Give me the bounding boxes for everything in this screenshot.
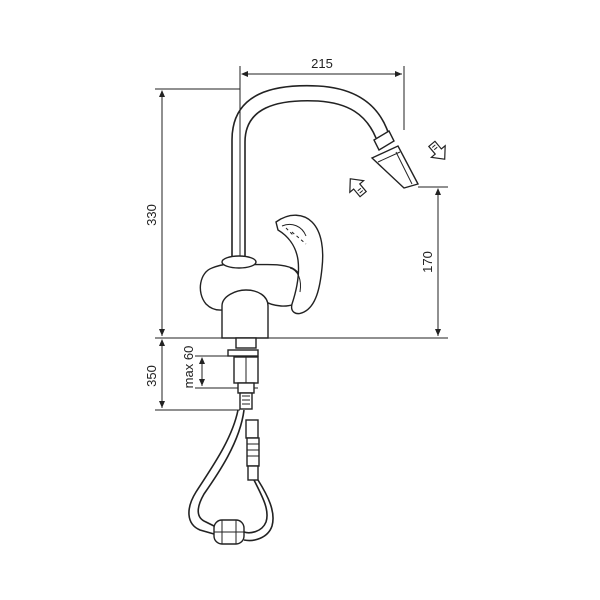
- label-215: 215: [311, 56, 333, 71]
- label-350: 350: [144, 365, 159, 387]
- arrow-up-icon: [349, 178, 368, 198]
- pull-out-hose: [188, 409, 274, 542]
- label-170: 170: [420, 251, 435, 273]
- label-max60: max 60: [181, 346, 196, 389]
- label-330: 330: [144, 204, 159, 226]
- spout: [231, 84, 389, 262]
- spout-tip: [373, 130, 395, 151]
- mounting-nut: [227, 349, 259, 357]
- arrow-down-icon: [427, 140, 446, 160]
- faucet-body-lower: [221, 289, 269, 339]
- undersink-assembly: [188, 337, 274, 545]
- lever-handle: [275, 214, 324, 315]
- spray-head: [370, 145, 420, 189]
- faucet-body: [199, 84, 420, 339]
- hose-connector: [246, 437, 260, 467]
